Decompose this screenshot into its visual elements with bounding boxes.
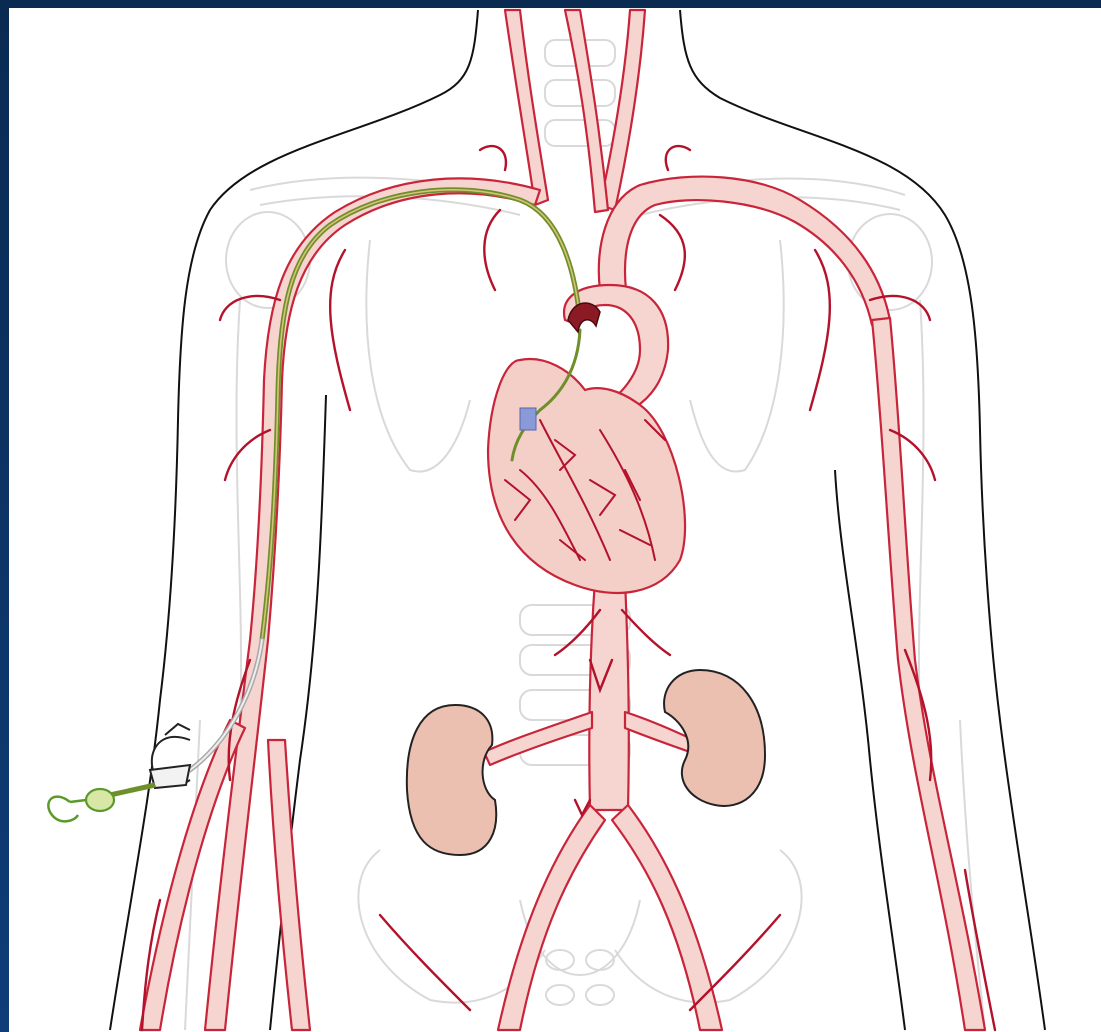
carotid-artery-left <box>505 10 548 205</box>
iliac-artery-right <box>498 805 605 1030</box>
heart <box>488 359 685 593</box>
balloon-marker <box>520 408 536 430</box>
illustration-canvas <box>9 8 1101 1032</box>
subclavian-artery-left <box>872 318 985 1030</box>
hub-connector <box>86 789 114 811</box>
catheter-hub <box>48 724 190 821</box>
kidney-right <box>407 705 496 855</box>
anatomy-diagram <box>9 8 1101 1032</box>
